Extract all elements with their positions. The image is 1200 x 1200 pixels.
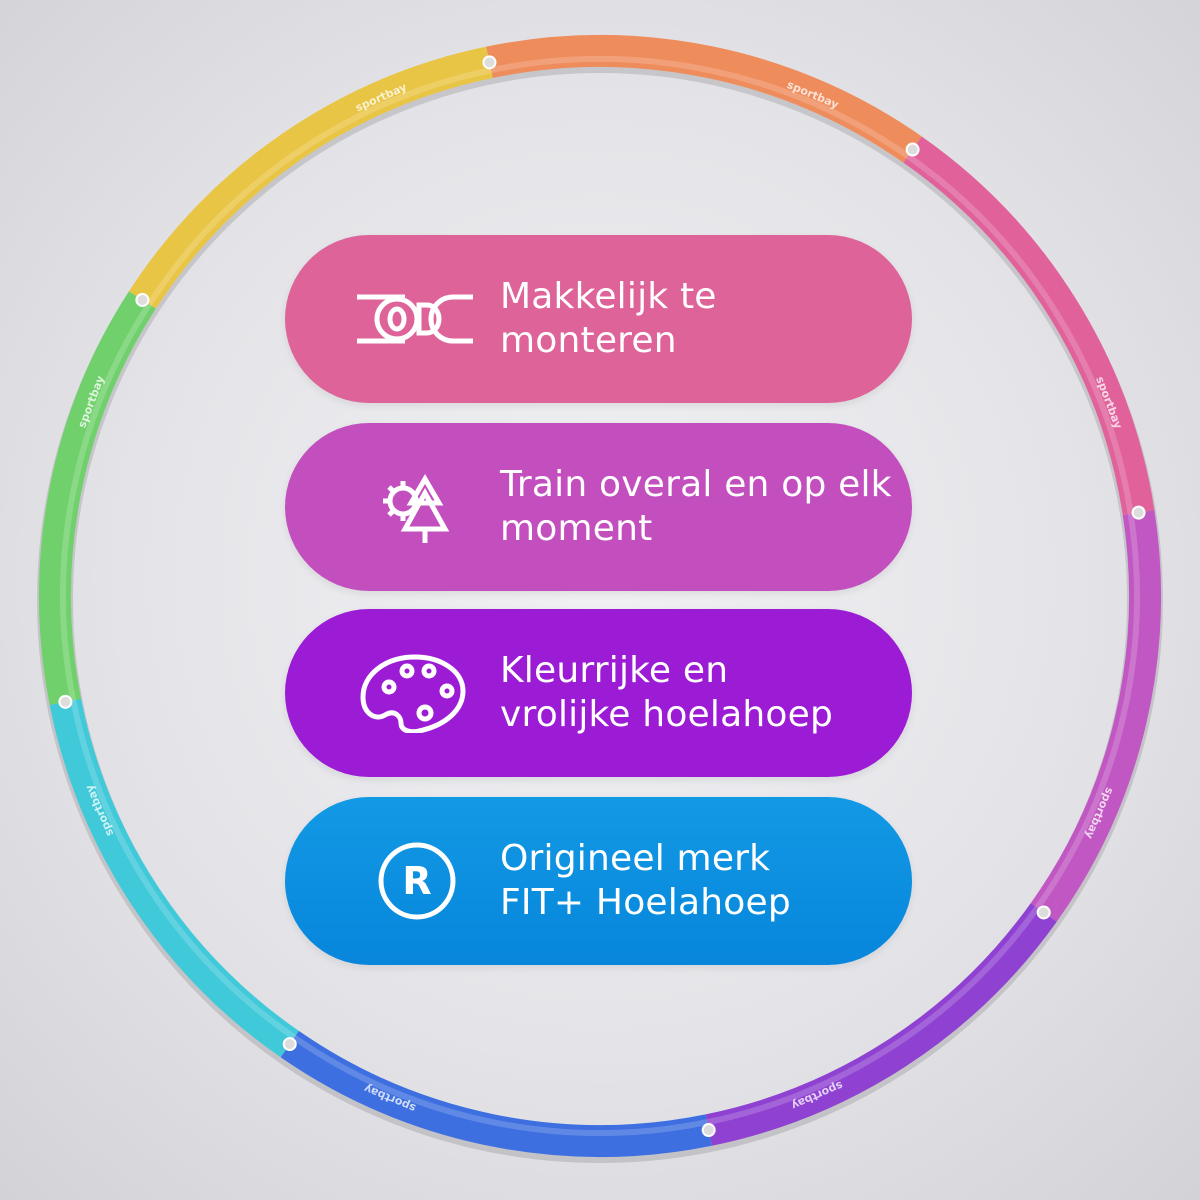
hoop-highlight — [490, 56, 910, 159]
feature-line2: FIT+ Hoelahoep — [500, 882, 791, 923]
hoop-highlight — [706, 906, 1040, 1126]
sun-tree-icon — [383, 474, 450, 543]
palette-icon — [360, 654, 466, 733]
registered-icon: R — [378, 842, 456, 920]
hoop-segment — [1030, 510, 1161, 922]
hoop-joint-button — [482, 55, 497, 70]
feature-line1: Kleurrijke en — [500, 650, 729, 691]
feature-line1: Train overal en op elk — [500, 464, 892, 505]
hoop-joint-button — [282, 1037, 297, 1052]
hoop-joint-button — [1131, 505, 1146, 520]
connector-icon — [357, 294, 473, 344]
hoop-joint-button — [1036, 905, 1051, 920]
hoop-joint-button — [905, 142, 920, 157]
hoop-segment — [903, 136, 1155, 516]
hoop-joint-button — [135, 292, 150, 307]
hoop-highlight — [70, 699, 297, 1040]
hoop-highlight — [292, 1035, 708, 1136]
hoop-highlight — [60, 302, 152, 701]
hoop-joint-button — [58, 694, 73, 709]
hoop-segment — [128, 46, 493, 309]
hoop-joint-button — [701, 1123, 716, 1138]
hoop-highlight — [146, 67, 492, 306]
feature-line1: Makkelijk te — [500, 276, 717, 317]
svg-text:R: R — [402, 859, 431, 903]
feature-line2: vrolijke hoelahoep — [500, 694, 833, 735]
feature-line2: moment — [500, 508, 653, 549]
feature-line1: Origineel merk — [500, 838, 771, 879]
hoop-segment — [705, 903, 1057, 1146]
feature-line2: monteren — [500, 320, 677, 361]
hoop-segment — [486, 35, 922, 163]
hoop-segment — [49, 698, 299, 1058]
hoop-highlight — [1034, 513, 1140, 910]
hoop-segment — [39, 291, 156, 705]
hoop-segment — [280, 1030, 712, 1157]
hoop-highlight — [906, 153, 1134, 515]
